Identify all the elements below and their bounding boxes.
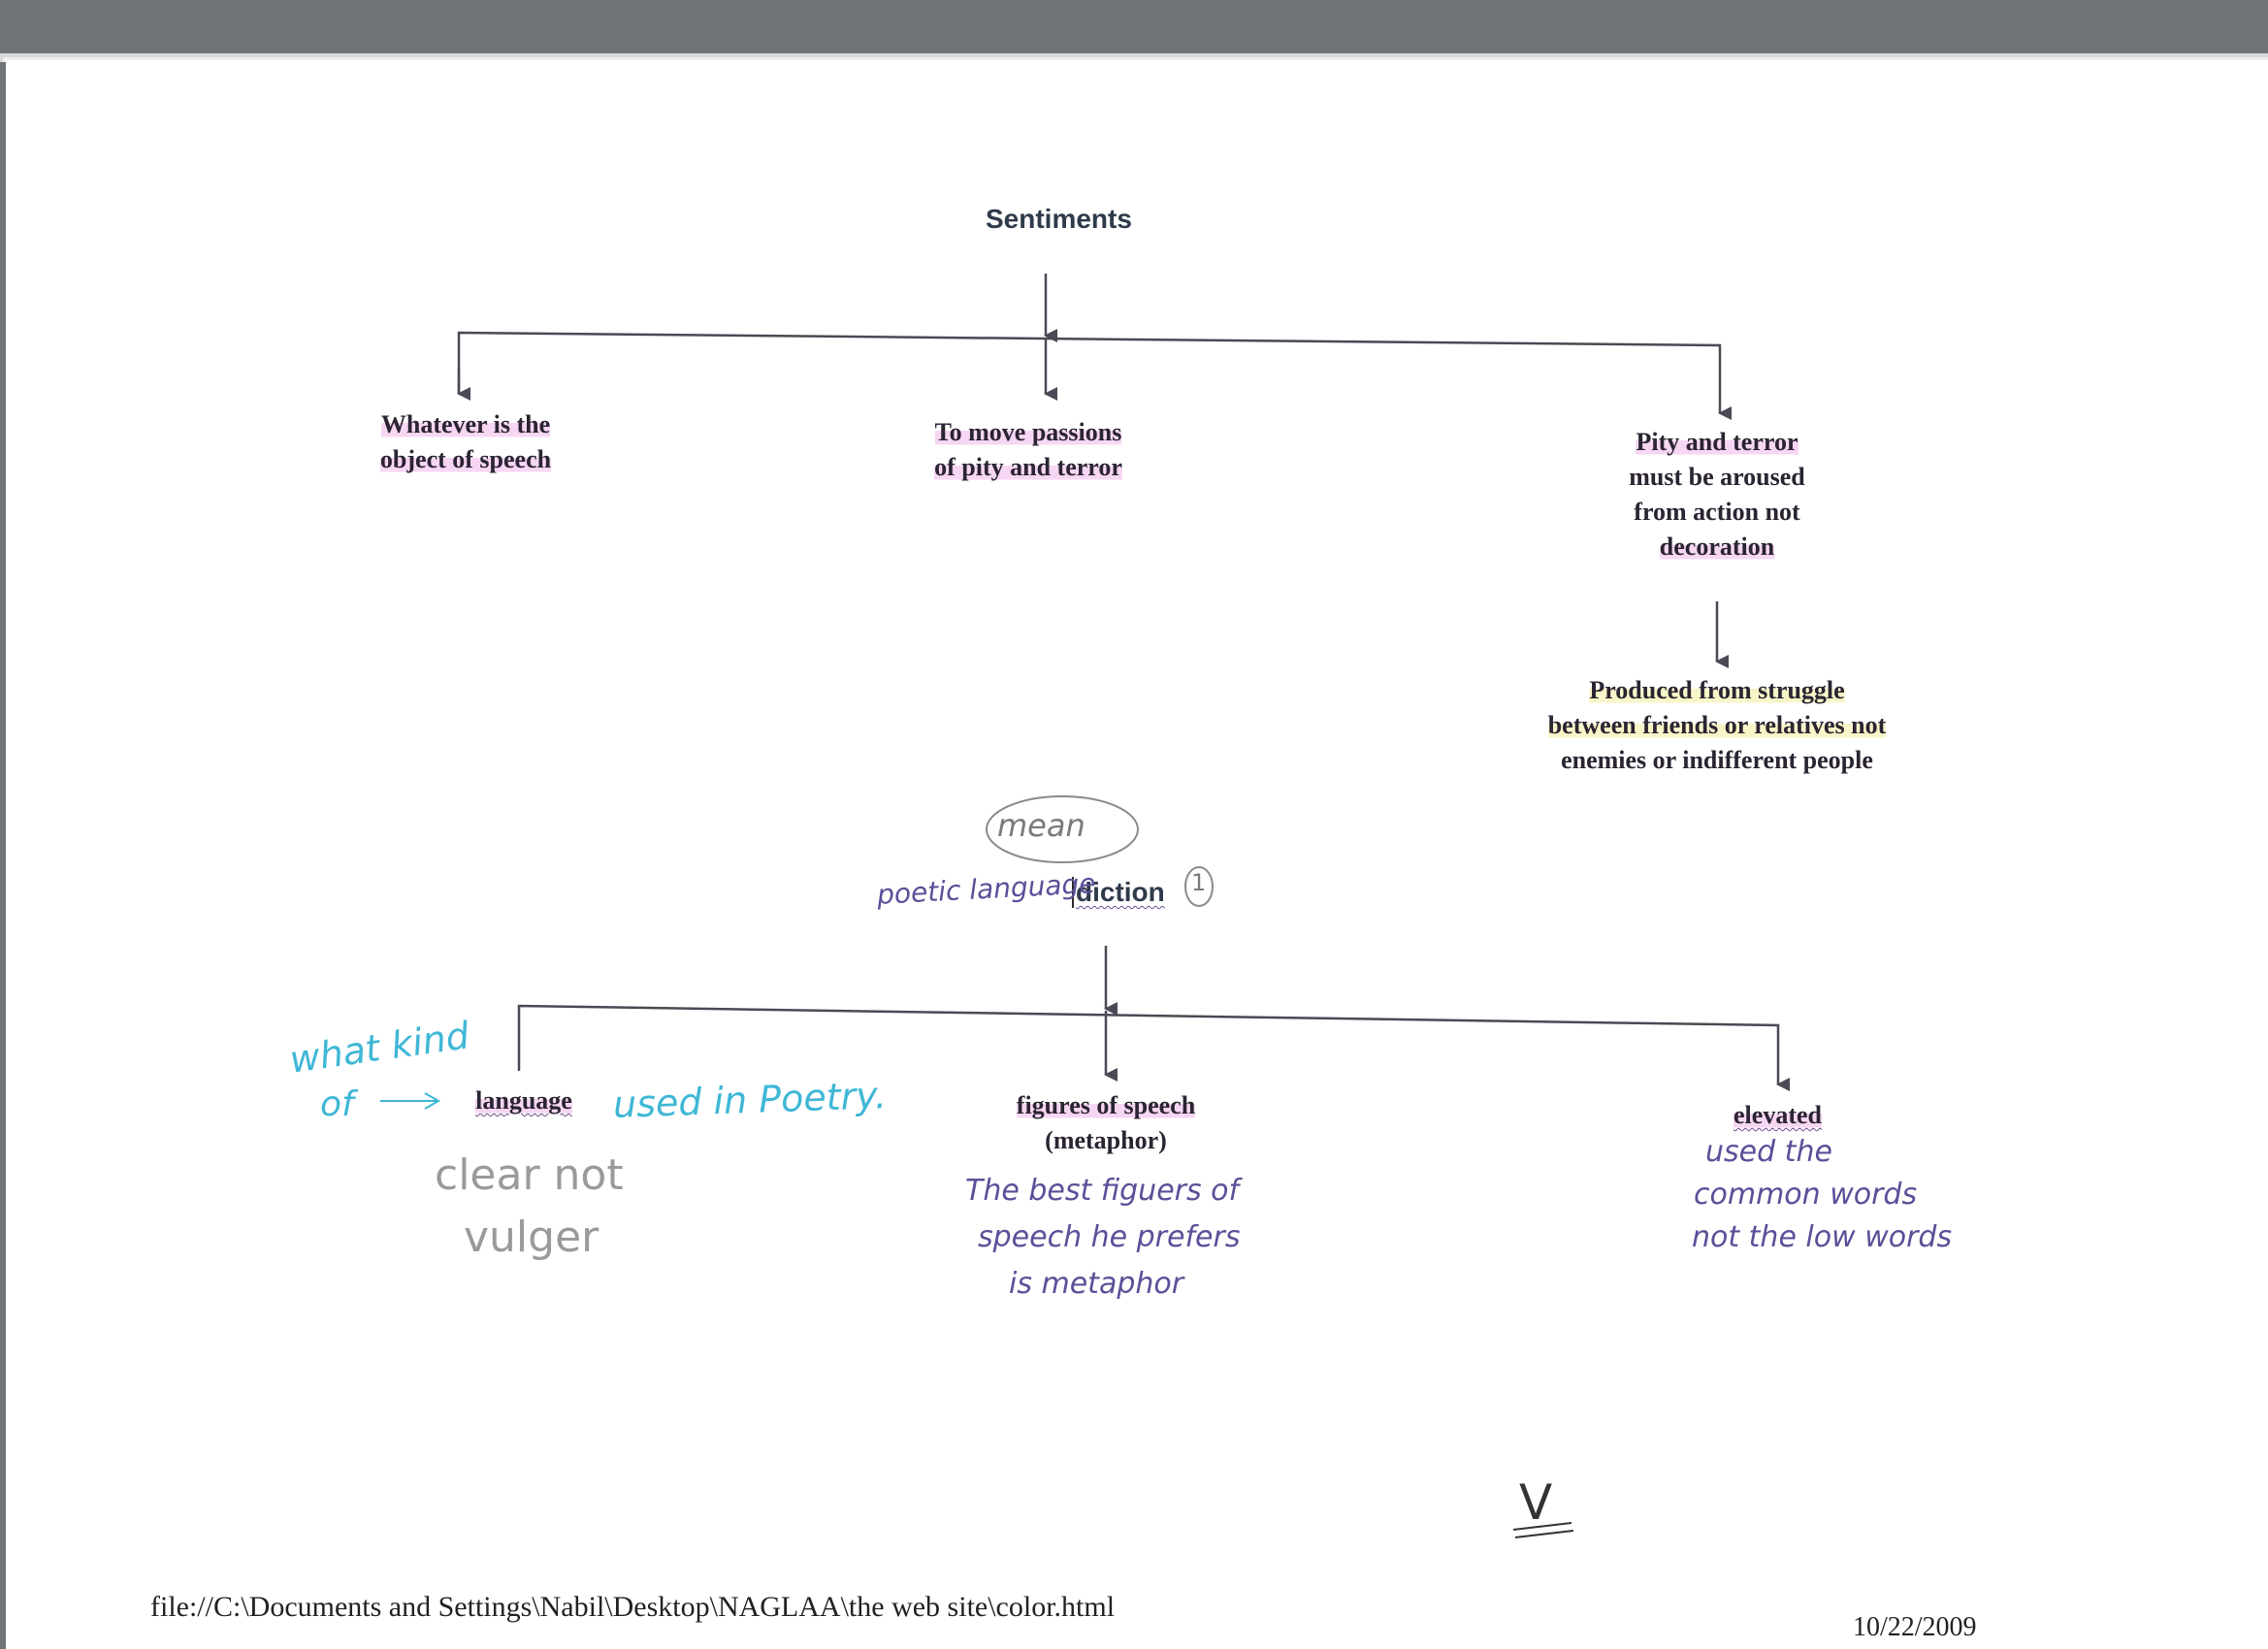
node-line: To move passions xyxy=(934,418,1122,446)
hand-clear-not: clear not xyxy=(435,1150,624,1200)
node-line: decoration xyxy=(1659,533,1775,561)
footer-date: 10/22/2009 xyxy=(1853,1612,1977,1642)
check-underline-1 xyxy=(1512,1522,1572,1531)
hand-vulger: vulger xyxy=(464,1212,599,1262)
node-line: must be aroused xyxy=(1629,463,1805,491)
node-line: Pity and terror xyxy=(1636,428,1798,456)
paper-sheet xyxy=(6,60,2268,1649)
node-line: (metaphor) xyxy=(1045,1126,1167,1154)
paper-edge-inner xyxy=(3,57,2268,62)
hand-metaphor-note-3: is metaphor xyxy=(1009,1267,1184,1301)
hand-circled-number: 1 xyxy=(1191,869,1207,896)
hand-elevated-note-3: not the low words xyxy=(1692,1220,1953,1254)
node-line: Produced from struggle xyxy=(1589,676,1845,704)
node-line: figures of speech xyxy=(1016,1091,1196,1119)
hand-elevated-note-1: used the xyxy=(1705,1135,1832,1169)
node-language: language xyxy=(456,1083,592,1118)
check-underline-2 xyxy=(1514,1530,1574,1538)
node-line: object of speech xyxy=(379,445,552,473)
node-line: Whatever is the xyxy=(380,410,551,438)
node-line: enemies or indifferent people xyxy=(1561,746,1873,774)
node-produced-from-struggle: Produced from struggle between friends o… xyxy=(1455,673,1979,778)
node-line: elevated xyxy=(1733,1101,1822,1129)
node-line: between friends or relatives not xyxy=(1547,711,1887,739)
hand-metaphor-note-1: The best figuers of xyxy=(965,1174,1240,1208)
node-sentiments: Sentiments xyxy=(986,204,1132,234)
node-line: language xyxy=(475,1086,572,1115)
node-elevated: elevated xyxy=(1707,1098,1848,1133)
means-circle xyxy=(986,795,1139,863)
hand-check-mark: V xyxy=(1519,1474,1553,1531)
node-line: from action not xyxy=(1634,498,1800,526)
bracket-1 xyxy=(457,331,1732,420)
node-pity-terror: Pity and terror must be aroused from act… xyxy=(1567,425,1867,565)
footer-file-path: file://C:\Documents and Settings\Nabil\D… xyxy=(150,1591,1116,1623)
node-object-of-speech: Whatever is the object of speech xyxy=(330,407,601,477)
hand-means: mean xyxy=(997,807,1085,844)
node-move-passions: To move passions of pity and terror xyxy=(878,415,1179,485)
hand-elevated-note-2: common words xyxy=(1694,1178,1918,1212)
hand-of: of xyxy=(320,1084,354,1124)
node-line: of pity and terror xyxy=(934,453,1122,481)
node-diction: diction xyxy=(1072,877,1165,908)
bracket-2 xyxy=(517,1004,1790,1091)
hand-metaphor-note-2: speech he prefers xyxy=(978,1220,1241,1254)
number-circle xyxy=(1184,866,1214,907)
node-figures-of-speech: figures of speech (metaphor) xyxy=(980,1088,1232,1158)
cyan-arrow-head xyxy=(424,1092,441,1110)
diction-label: diction xyxy=(1076,877,1165,907)
